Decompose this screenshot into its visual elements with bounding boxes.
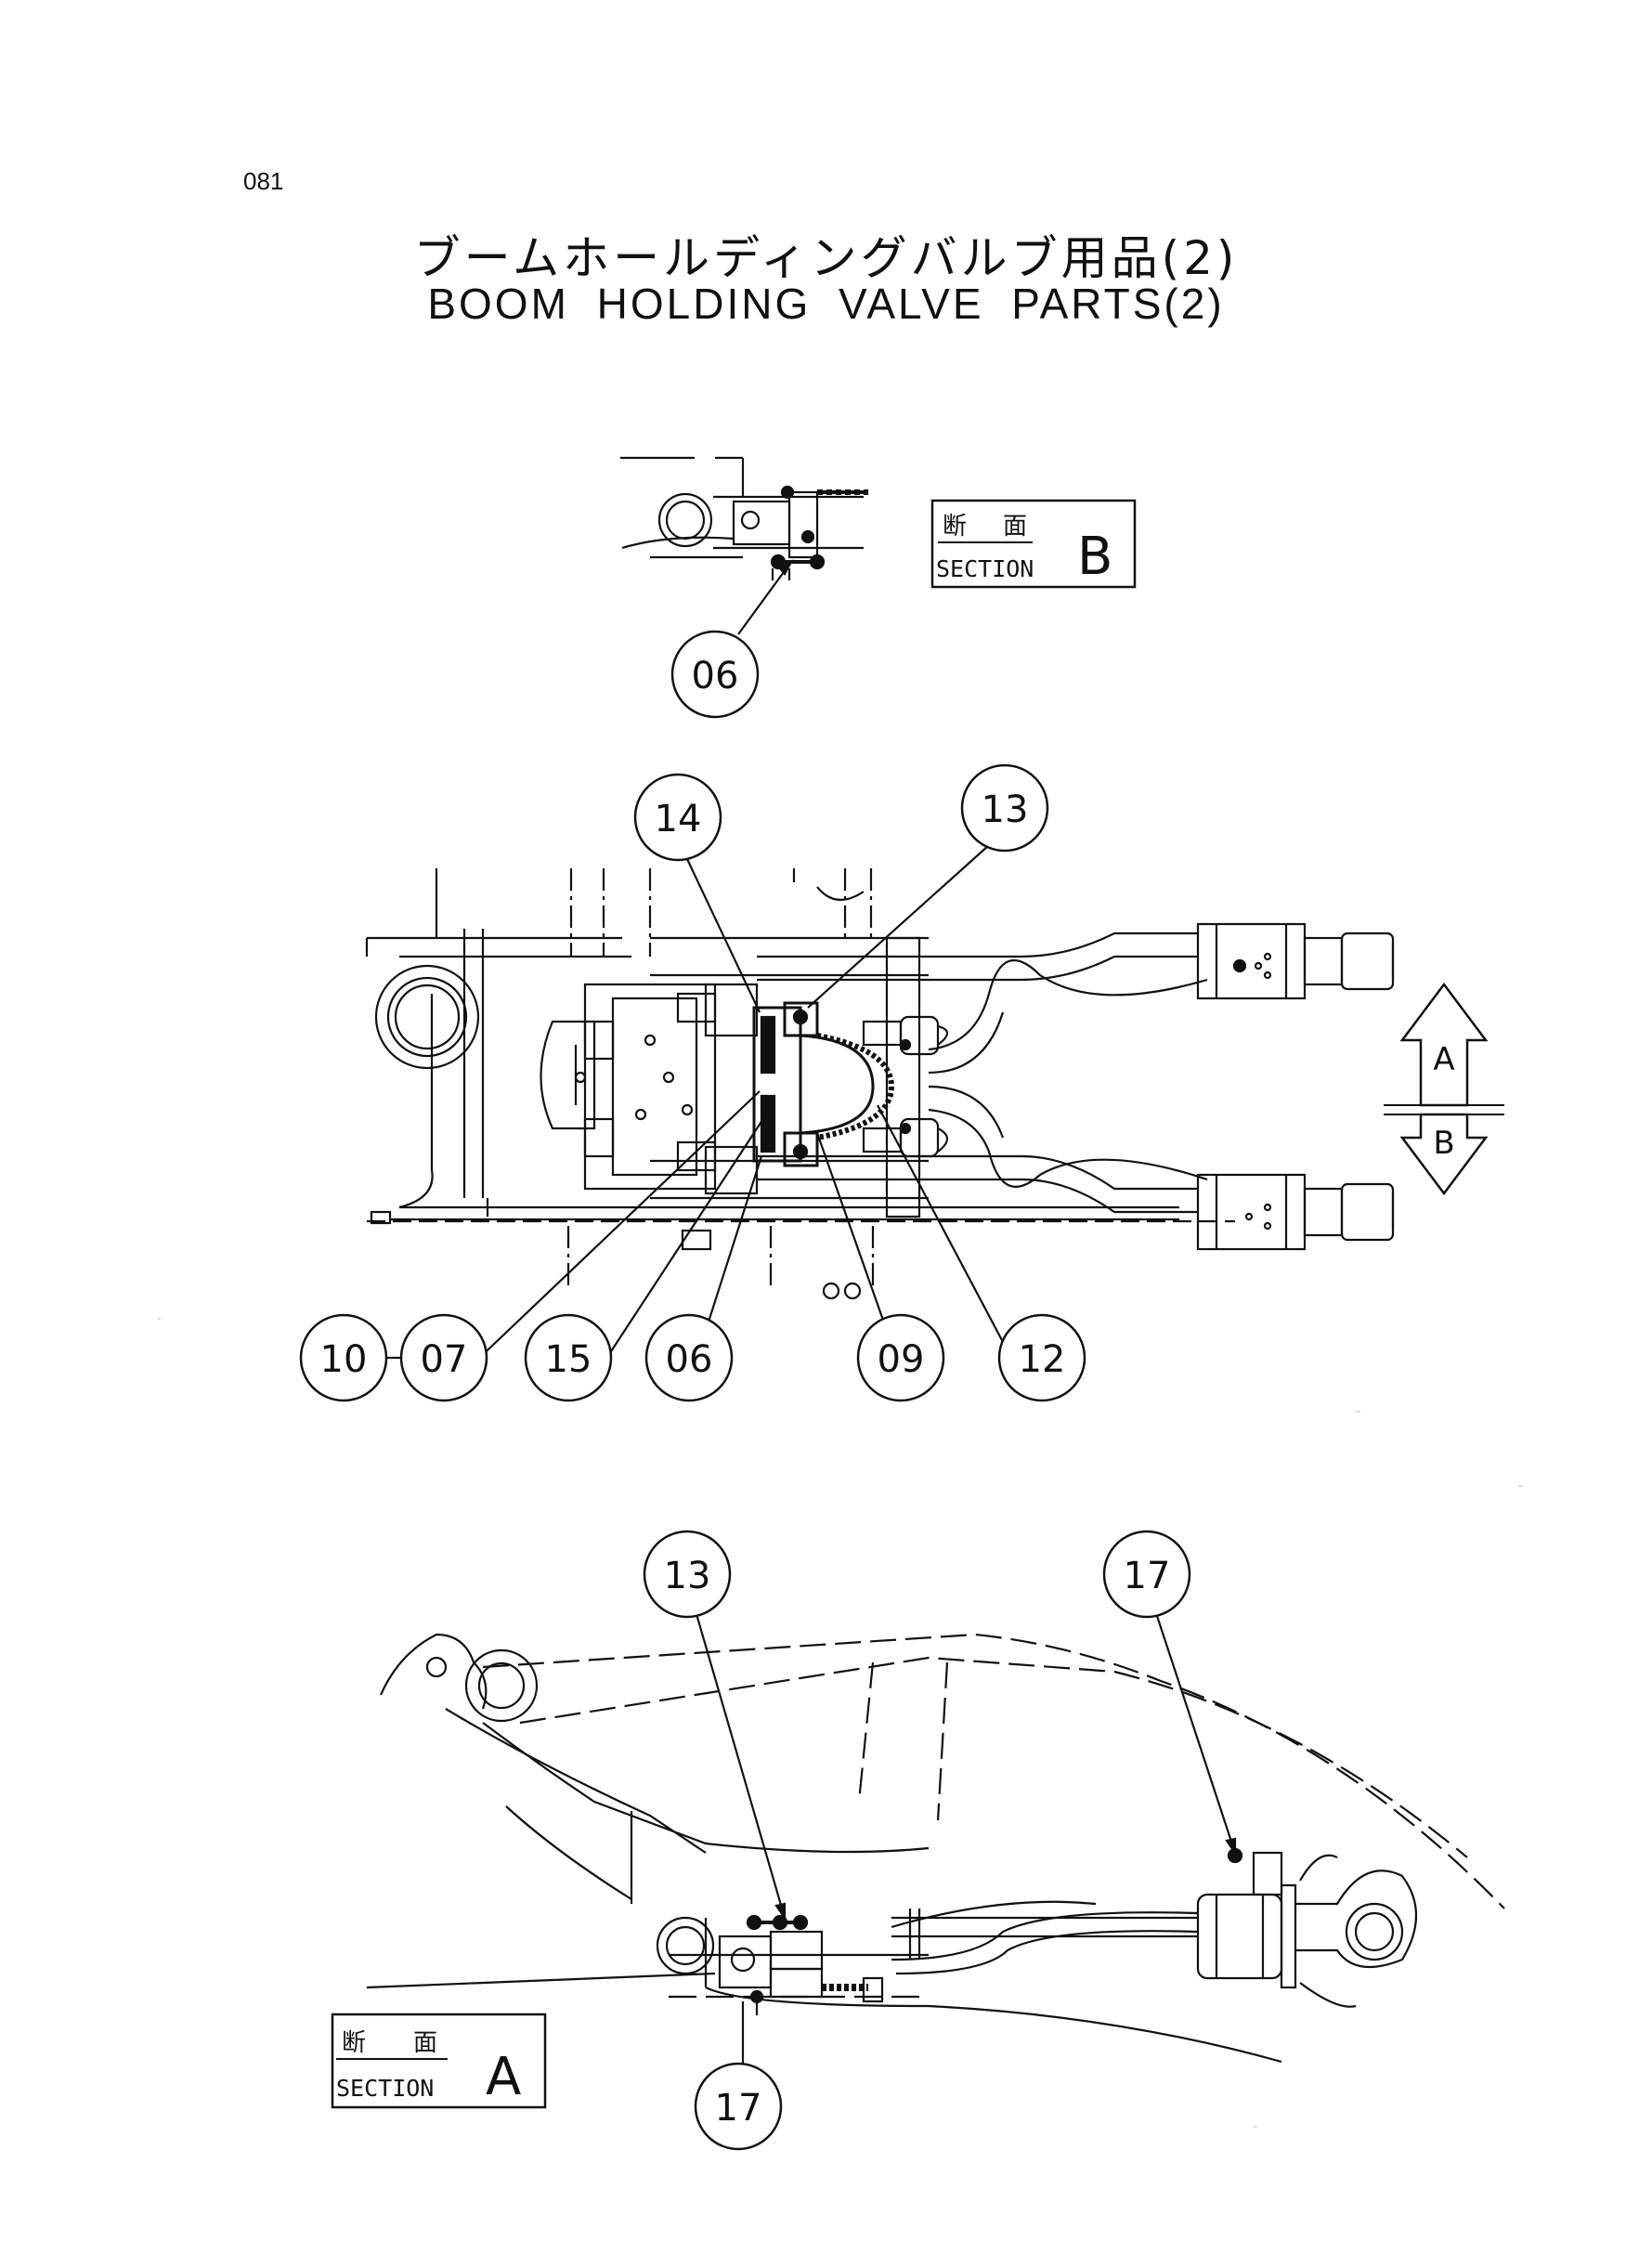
callout-17-bottom: 17 bbox=[694, 2062, 783, 2151]
svg-text:17: 17 bbox=[715, 2087, 762, 2130]
view-arrow-b-label: B bbox=[1433, 1125, 1454, 1162]
section-a-label: SECTION bbox=[336, 2075, 434, 2102]
page-title-japanese: ブームホールディングバルブ用品(2) bbox=[413, 231, 1239, 285]
view-direction-arrows bbox=[1384, 982, 1504, 1196]
svg-text:13: 13 bbox=[664, 1555, 711, 1597]
svg-text:06: 06 bbox=[692, 655, 739, 697]
callout-14: 14 bbox=[633, 773, 722, 862]
svg-text:12: 12 bbox=[1019, 1338, 1066, 1381]
section-b-kanji-1: 断 bbox=[943, 513, 967, 541]
section-b-label-box bbox=[930, 499, 1137, 589]
callout-15: 15 bbox=[524, 1313, 613, 1402]
svg-text:09: 09 bbox=[878, 1338, 925, 1381]
callout-06-middle: 06 bbox=[644, 1313, 734, 1402]
view-arrow-a-label: A bbox=[1433, 1041, 1454, 1078]
callout-17-top-right: 17 bbox=[1102, 1530, 1191, 1619]
section-a-view bbox=[366, 1633, 1505, 2064]
section-b-letter: B bbox=[1077, 527, 1112, 587]
section-a-kanji-2: 面 bbox=[413, 2029, 437, 2057]
svg-text:14: 14 bbox=[655, 798, 702, 840]
callout-06-top: 06 bbox=[670, 630, 760, 719]
svg-text:17: 17 bbox=[1124, 1555, 1171, 1597]
callout-09: 09 bbox=[856, 1313, 945, 1402]
svg-text:07: 07 bbox=[421, 1338, 468, 1381]
svg-text:15: 15 bbox=[545, 1338, 592, 1381]
section-b-kanji-2: 面 bbox=[1003, 513, 1027, 541]
page-title-english: BOOM HOLDING VALVE PARTS(2) bbox=[427, 280, 1225, 328]
svg-text:06: 06 bbox=[666, 1338, 713, 1381]
section-a-kanji-1: 断 bbox=[342, 2029, 366, 2057]
callout-12: 12 bbox=[997, 1313, 1086, 1402]
svg-text:13: 13 bbox=[982, 788, 1029, 831]
callout-13-middle: 13 bbox=[960, 763, 1049, 853]
callout-10: 10 bbox=[299, 1313, 388, 1402]
callout-13-bottom: 13 bbox=[643, 1530, 732, 1619]
svg-text:10: 10 bbox=[320, 1338, 368, 1381]
section-b-view bbox=[620, 456, 868, 580]
section-a-letter: A bbox=[486, 2047, 521, 2107]
section-b-label: SECTION bbox=[936, 555, 1034, 582]
callout-07: 07 bbox=[399, 1313, 488, 1402]
plan-view bbox=[365, 868, 1395, 1300]
section-a-label-box bbox=[331, 2013, 547, 2109]
page-number: 081 bbox=[243, 167, 284, 195]
